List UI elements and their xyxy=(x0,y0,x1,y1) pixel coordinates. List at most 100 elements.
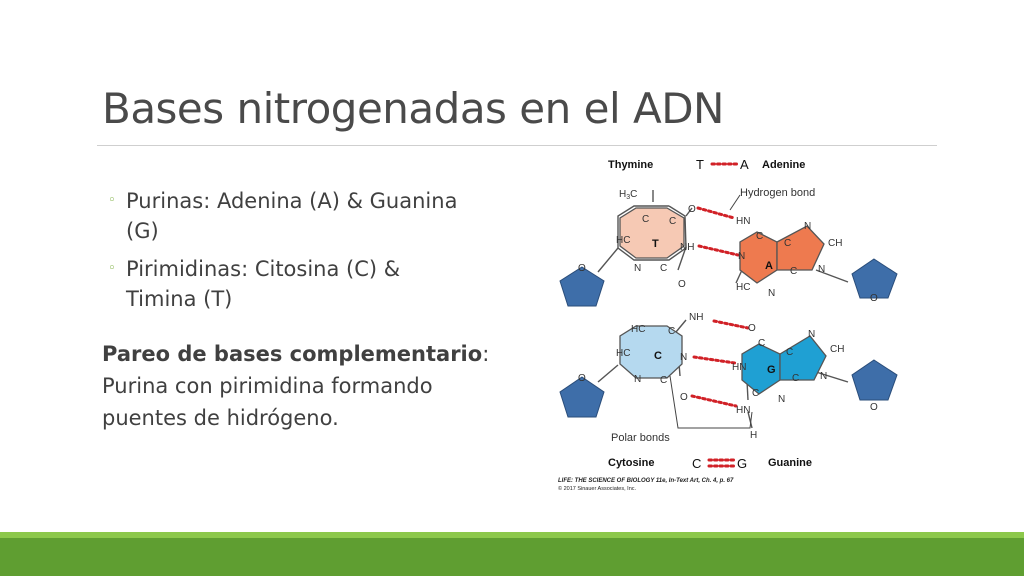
atom-c: C xyxy=(668,326,675,337)
sugar-pentagon-thymine xyxy=(559,266,605,307)
atom-labels: H3C C C O HC NH N C O O HN C C N CH N C … xyxy=(578,189,878,441)
atom-o: O xyxy=(578,373,586,384)
cytosine-amine-bond xyxy=(675,319,687,333)
paragraph-rest: Purina con pirimidina formando puentes d… xyxy=(102,374,433,430)
atom-ch: CH xyxy=(830,344,844,355)
atom-o: O xyxy=(870,293,878,304)
atom-c: C xyxy=(642,214,649,225)
atom-n: N xyxy=(738,251,745,262)
guanine-h-bond xyxy=(747,411,753,429)
pair-letter-c: C xyxy=(692,456,701,471)
atom-o: O xyxy=(870,402,878,413)
headers: Thymine Adenine Cytosine Guanine xyxy=(608,159,812,469)
bullet-purinas: ◦ Purinas: Adenina (A) & Guanina (G) xyxy=(104,186,464,246)
cytosine-header: Cytosine xyxy=(608,457,654,469)
credit: LIFE: THE SCIENCE OF BIOLOGY 11e, In-Tex… xyxy=(558,478,734,492)
footer-bar xyxy=(0,538,1024,576)
bullet-pirimidinas: ◦ Pirimidinas: Citosina (C) & Timina (T) xyxy=(104,254,464,314)
atom-o: O xyxy=(680,392,688,403)
sugar-pentagon-adenine xyxy=(851,258,898,299)
atom-hc: HC xyxy=(616,235,630,246)
atom-c: C xyxy=(660,375,667,386)
pair-legends: T A C G xyxy=(692,157,749,471)
paragraph-colon: : xyxy=(482,342,490,366)
atom-c: C xyxy=(752,388,759,399)
thymine-header: Thymine xyxy=(608,159,653,171)
adenine-sugar-bond xyxy=(815,269,849,283)
atom-n: N xyxy=(804,221,811,232)
hbond-t-a-1 xyxy=(696,206,736,220)
atom-n: N xyxy=(818,264,825,275)
atom-n: N xyxy=(680,352,687,363)
hbond-c-g-1 xyxy=(712,319,750,330)
bullet-marker-icon: ◦ xyxy=(108,261,116,276)
bullet-list: ◦ Purinas: Adenina (A) & Guanina (G) ◦ Pir… xyxy=(104,186,464,322)
atom-n: N xyxy=(634,374,641,385)
sugar-pentagon-cytosine xyxy=(559,376,605,418)
atom-o: O xyxy=(578,263,586,274)
ring-letters: T A C G xyxy=(652,238,776,376)
atom-hc: HC xyxy=(736,282,750,293)
guanine-ring-letter: G xyxy=(767,364,776,376)
atom-c: C xyxy=(660,263,667,274)
callout-lines xyxy=(669,194,753,429)
atom-c: C xyxy=(786,347,793,358)
hydrogen-bond-dots xyxy=(690,162,750,468)
atom-c: C xyxy=(756,231,763,242)
thymine-carbonyl-bond xyxy=(677,246,687,271)
base-pairing-svg: Thymine Adenine Cytosine Guanine T A C G… xyxy=(558,157,898,492)
polar-bonds-label: Polar bonds xyxy=(611,432,670,444)
hydrogen-bond-callout xyxy=(729,194,741,211)
atom-hn: HN xyxy=(732,362,746,373)
pair-letter-t: T xyxy=(696,157,704,172)
atom-h: H xyxy=(750,430,757,441)
annotation-labels: Hydrogen bond Polar bonds xyxy=(611,187,815,444)
atom-nh: NH xyxy=(680,242,694,253)
guanine-header: Guanine xyxy=(768,457,812,469)
thymine-top-carbonyl-bond xyxy=(685,207,693,217)
adenine-ring-letter: A xyxy=(765,260,773,272)
atom-c: C xyxy=(669,216,676,227)
atom-hc: HC xyxy=(616,348,630,359)
atom-h3c: H3C xyxy=(619,189,637,201)
atom-n: N xyxy=(820,371,827,382)
atom-n: N xyxy=(768,288,775,299)
thymine-sugar-bond xyxy=(597,247,619,273)
cytosine-ring xyxy=(619,325,683,379)
cytosine-sugar-bond xyxy=(597,364,619,383)
atom-n: N xyxy=(634,263,641,274)
thymine-ring xyxy=(619,207,685,259)
atom-o: O xyxy=(678,279,686,290)
atom-c: C xyxy=(758,338,765,349)
hbond-c-g-3 xyxy=(690,394,738,408)
title-divider xyxy=(97,145,937,146)
hbond-t-a-2 xyxy=(697,244,740,257)
bullet-marker-icon: ◦ xyxy=(108,193,116,208)
atom-o: O xyxy=(688,204,696,215)
thymine-outline xyxy=(617,205,687,261)
paragraph-bold: Pareo de bases complementario xyxy=(102,342,483,366)
atom-n: N xyxy=(778,394,785,405)
adenine-sugar-stub xyxy=(735,269,743,284)
sugar-pentagon-guanine xyxy=(851,359,898,401)
cytosine-ring-letter: C xyxy=(654,350,662,362)
pair-letter-g: G xyxy=(737,456,747,471)
hydrogen-bond-label: Hydrogen bond xyxy=(740,187,815,199)
base-pairing-figure: Thymine Adenine Cytosine Guanine T A C G… xyxy=(552,150,922,500)
polar-bonds-callout xyxy=(669,375,753,429)
adenine-five-ring xyxy=(776,225,825,271)
guanine-sugar-bond xyxy=(815,371,849,383)
slide-title: Bases nitrogenadas en el ADN xyxy=(102,84,724,133)
guanine-five-ring xyxy=(779,335,827,381)
atom-n: N xyxy=(808,329,815,340)
atom-c: C xyxy=(784,238,791,249)
atom-c: C xyxy=(790,266,797,277)
atom-hn: HN xyxy=(736,405,750,416)
bullet-text: Pirimidinas: Citosina (C) & Timina (T) xyxy=(126,257,401,311)
hbond-c-g-2 xyxy=(692,355,737,365)
atom-nh: NH xyxy=(689,312,703,323)
footer-accent-bar xyxy=(0,532,1024,538)
bullet-text: Purinas: Adenina (A) & Guanina (G) xyxy=(126,189,458,243)
adenine-header: Adenine xyxy=(762,159,805,171)
thymine-ring-letter: T xyxy=(652,238,659,250)
